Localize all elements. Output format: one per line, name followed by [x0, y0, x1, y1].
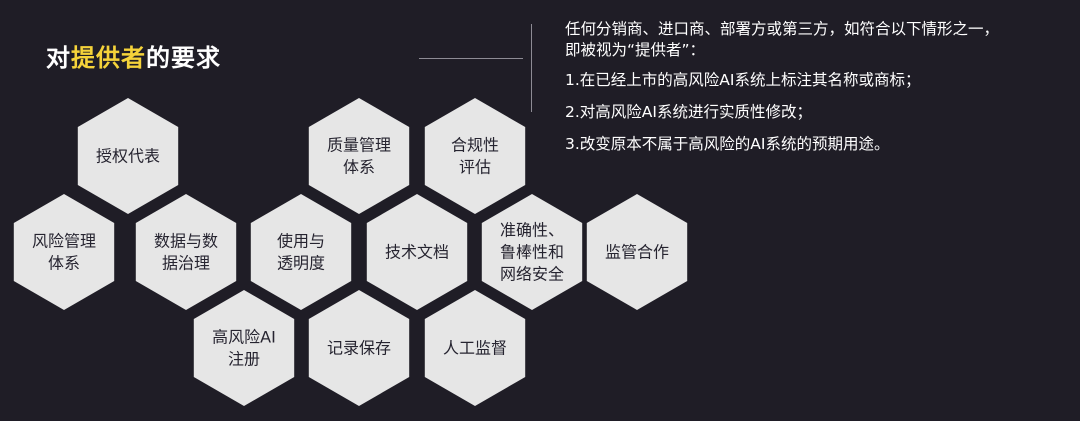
title-suffix: 的要求	[146, 44, 221, 72]
hexagon-shape	[193, 290, 295, 406]
hexagon-shape	[308, 98, 410, 214]
hexagon-shape	[586, 194, 688, 310]
title-prefix: 对	[46, 44, 71, 72]
hexagon-shape	[77, 98, 179, 214]
hexagon-shape	[424, 98, 526, 214]
requirement-hexagon: 授权代表	[77, 98, 179, 214]
requirement-hexagon: 人工监督	[424, 290, 526, 406]
title-divider	[419, 58, 523, 59]
requirement-label: 质量管理	[327, 136, 391, 155]
condition-item: 2.对高风险AI系统进行实质性修改；	[565, 103, 812, 121]
requirement-label: 授权代表	[96, 147, 160, 166]
requirement-label: 鲁棒性和	[500, 243, 564, 262]
requirement-hexagon: 技术文档	[366, 194, 468, 310]
hexagon-shape	[250, 194, 352, 310]
requirement-hexagon: 高风险AI 注册	[193, 290, 295, 406]
provider-definition-panel: 任何分销商、进口商、部署方或第三方，如符合以下情形之一， 即被视为“提供者”： …	[565, 19, 1075, 166]
requirement-label: 透明度	[277, 254, 325, 273]
hexagon-shape	[424, 290, 526, 406]
hexagon-shape	[366, 194, 468, 310]
requirement-label: 高风险AI	[212, 328, 276, 347]
requirement-label: 技术文档	[385, 243, 449, 262]
requirement-label: 监管合作	[605, 243, 669, 262]
page-title: 对提供者的要求	[46, 38, 221, 73]
requirement-label: 网络安全	[500, 265, 564, 284]
requirement-label: 合规性	[451, 136, 499, 155]
requirement-hexagon: 记录保存	[308, 290, 410, 406]
intro-line: 即被视为“提供者”：	[565, 41, 706, 59]
vertical-divider	[531, 24, 532, 112]
requirement-label: 评估	[459, 158, 491, 177]
requirement-label: 人工监督	[443, 339, 507, 358]
hexagon-shape	[135, 194, 237, 310]
intro-line: 任何分销商、进口商、部署方或第三方，如符合以下情形之一，	[565, 20, 1000, 38]
definition-intro: 任何分销商、进口商、部署方或第三方，如符合以下情形之一， 即被视为“提供者”：	[565, 19, 1075, 61]
requirement-hexagon: 监管合作	[586, 194, 688, 310]
requirement-label: 准确性、	[500, 221, 564, 240]
title-highlight: 提供者	[71, 44, 146, 72]
condition-list: 1.在已经上市的高风险AI系统上标注其名称或商标； 2.对高风险AI系统进行实质…	[565, 70, 1075, 155]
hexagon-shape	[308, 290, 410, 406]
condition-item: 1.在已经上市的高风险AI系统上标注其名称或商标；	[565, 71, 921, 89]
hexagon-shape	[13, 194, 115, 310]
requirement-label: 数据与数	[154, 232, 218, 251]
requirement-label: 风险管理	[32, 232, 96, 251]
requirement-label: 记录保存	[327, 339, 391, 358]
requirement-label: 使用与	[277, 232, 325, 251]
requirement-label: 据治理	[162, 254, 210, 273]
requirement-label: 体系	[343, 158, 375, 177]
condition-item: 3.改变原本不属于高风险的AI系统的预期用途。	[565, 135, 890, 153]
requirement-label: 体系	[48, 254, 80, 273]
hexagon-shape	[481, 194, 583, 310]
requirement-label: 注册	[228, 350, 260, 369]
